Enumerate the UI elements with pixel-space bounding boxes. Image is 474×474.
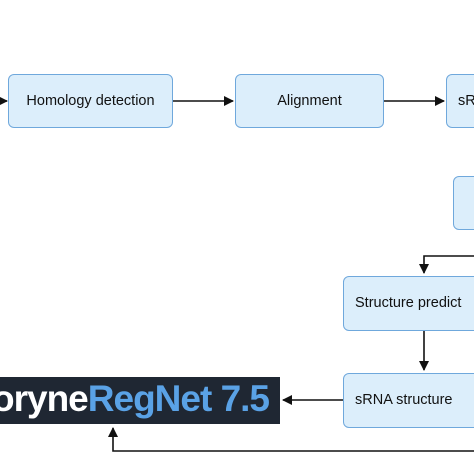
srna-label: sR [458, 92, 474, 109]
arrow-into-structure-prediction [419, 255, 474, 274]
structure-prediction-node: Structure predict [343, 276, 474, 331]
srna-structures-label: sRNA structure [355, 392, 453, 409]
homology-detection-label: Homology detection [26, 92, 155, 109]
srna-structures-node: sRNA structure [343, 373, 474, 428]
structure-prediction-label: Structure predict [355, 295, 462, 312]
homology-detection-node: Homology detection [8, 74, 173, 128]
offscreen-node [453, 176, 474, 230]
srna-node: sR [446, 74, 474, 128]
alignment-node: Alignment [235, 74, 384, 128]
logo-wordmark: oryneRegNet 7.5 [0, 378, 270, 419]
logo-version: 7.5 [220, 378, 270, 419]
logo-text-part-3: RegNet [87, 378, 213, 419]
logo-text-part-1: ory [0, 378, 48, 419]
logo-text-part-2: ne [46, 378, 89, 419]
coryneregnet-logo: oryneRegNet 7.5 [0, 377, 280, 424]
alignment-label: Alignment [277, 92, 342, 109]
arrow-feedback-to-logo [108, 427, 474, 452]
